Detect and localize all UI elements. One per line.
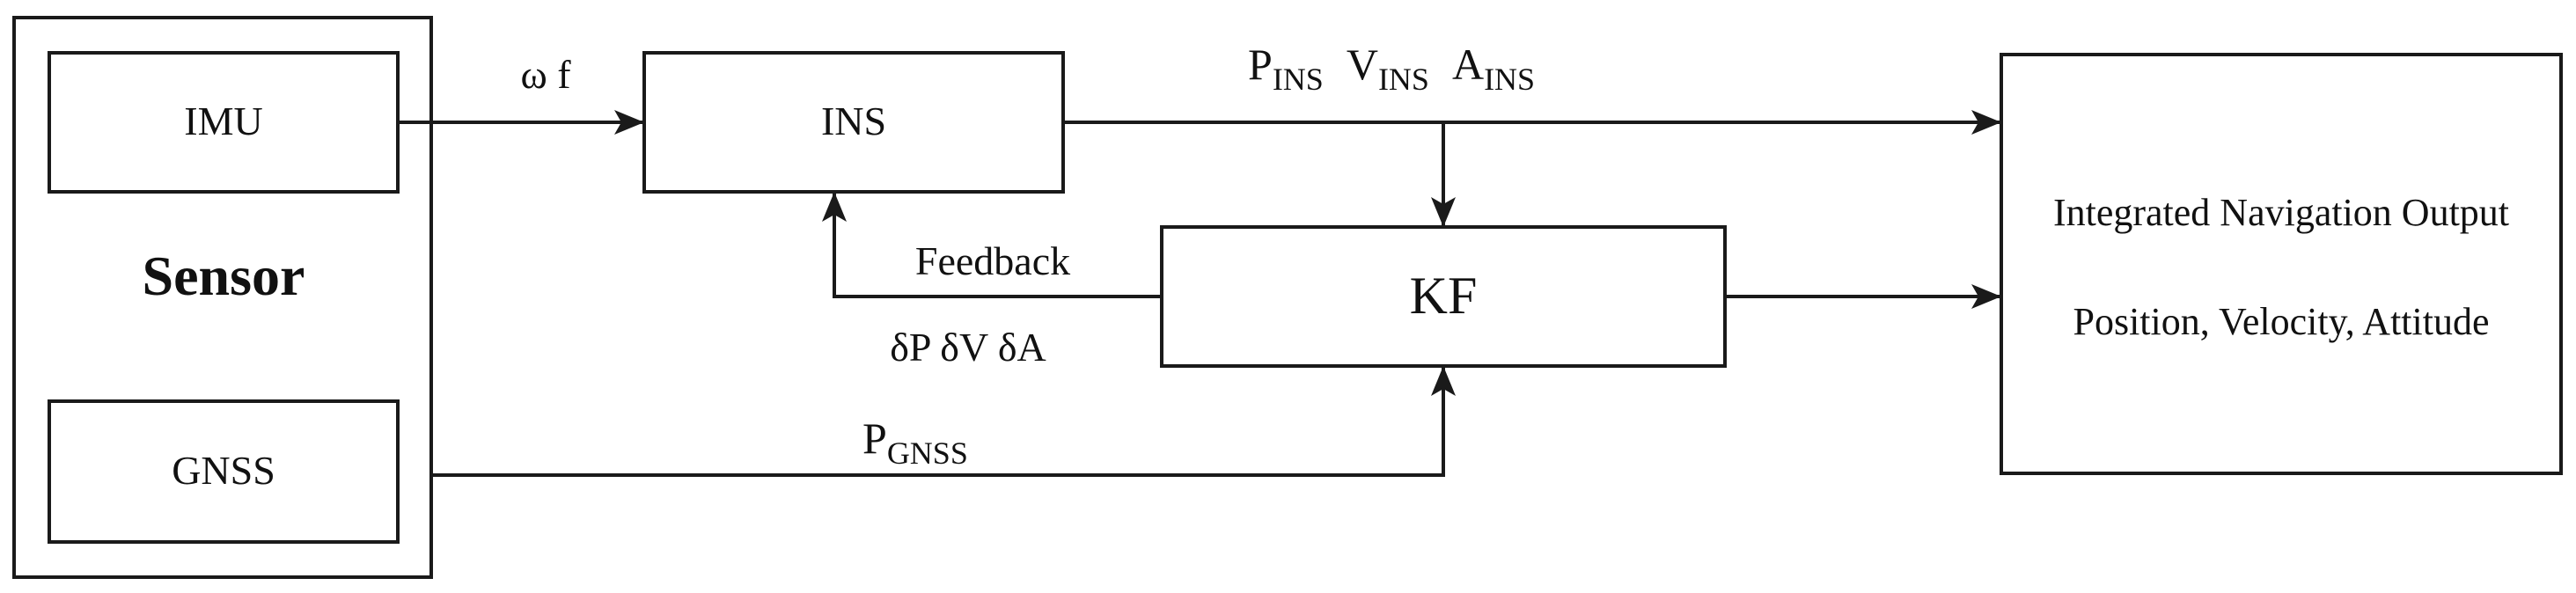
gnss-to-kf-arrow — [431, 366, 1456, 477]
gnss-label: GNSS — [172, 448, 275, 493]
v-ins-sub: INS — [1378, 62, 1429, 97]
output-subtitle: Position, Velocity, Attitude — [2073, 300, 2489, 343]
feedback-arrow — [822, 192, 1162, 298]
sensor-title: Sensor — [143, 245, 305, 307]
p-gnss-sub: GNSS — [887, 436, 968, 471]
gnss-box — [48, 399, 400, 544]
imu-box — [48, 51, 400, 194]
imu-signal-label: ω f — [520, 52, 571, 97]
output-title: Integrated Navigation Output — [2053, 191, 2509, 234]
gnss-output-signal: PGNSS — [862, 414, 968, 471]
a-ins-main: A — [1452, 40, 1484, 89]
kf-label: KF — [1410, 267, 1478, 325]
p-ins-main: P — [1248, 40, 1273, 89]
p-ins-sub: INS — [1273, 62, 1324, 97]
feedback-values-label: δP δV δA — [890, 325, 1046, 370]
output-box — [2000, 53, 2563, 475]
p-gnss-main: P — [862, 414, 887, 463]
ins-label: INS — [821, 99, 886, 143]
imu-label: IMU — [184, 99, 262, 143]
a-ins-sub: INS — [1484, 62, 1535, 97]
feedback-label: Feedback — [915, 238, 1070, 283]
v-ins-main: V — [1347, 40, 1378, 89]
